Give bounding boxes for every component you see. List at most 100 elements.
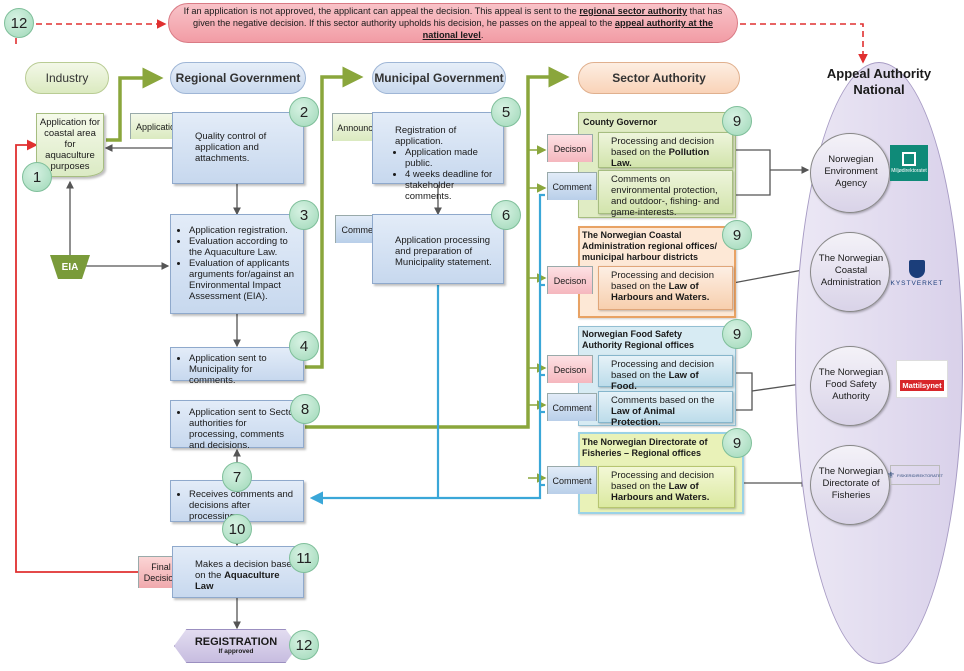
blue-return-arrows	[309, 193, 545, 505]
coastal-decision-box: Processing and decision based on the Law…	[598, 266, 733, 310]
step11-final-decision: Makes a decision based on the Aquacultur…	[172, 546, 304, 598]
step4-sent-municipality: Application sent to Municipality for com…	[170, 347, 304, 386]
appeal-body-environment-name: Norwegian Environment Agency	[824, 154, 878, 189]
tag-food-decision-label: Decison	[553, 364, 587, 375]
tag-county-comment-label: Comment	[552, 181, 592, 192]
step8-text: Application sent to Sector authorities f…	[189, 407, 297, 451]
appeal-body-coastal-name: The Norwegian Coastal Administration	[818, 253, 884, 288]
step-number-12-top: 12	[4, 8, 34, 38]
step7-text: Receives comments and decisions after pr…	[189, 489, 297, 522]
tag-coastal-decision-label: Decison	[553, 275, 587, 286]
step3-item: Application registration.	[189, 225, 297, 236]
header-industry-label: Industry	[45, 71, 89, 85]
tag-food-comment-label: Comment	[552, 402, 592, 413]
appeal-body-food-name: The Norwegian Food Safety Authority	[818, 367, 884, 402]
kystverket-logo-text: KYSTVERKET	[890, 279, 944, 287]
appeal-note-banner: If an application is not approved, the a…	[168, 3, 738, 43]
tag-application-label: Application	[135, 121, 181, 132]
step-number-6: 6	[491, 200, 521, 230]
fisheries-comment-law: Law of Harbours and Waters.	[611, 481, 710, 503]
header-regional: Regional Government	[170, 62, 306, 94]
tag-fisheries-comment: Comment	[547, 466, 597, 494]
food-comment-box: Comments based on the Law of Animal Prot…	[598, 391, 733, 428]
appeal-body-environment: Norwegian Environment Agency	[810, 133, 890, 213]
food-comment-text: Comments based on the	[611, 395, 715, 406]
tag-county-decision: Decison	[547, 134, 593, 162]
mattilsynet-logo-text: Mattilsynet	[900, 379, 944, 391]
eia-label: EIA	[61, 261, 79, 273]
appeal-body-fisheries-name: The Norwegian Directorate of Fisheries	[818, 466, 884, 501]
coastal-decision-law: Law of Harbours and Waters.	[611, 281, 710, 303]
food-decision-law: Law of Food.	[611, 370, 699, 392]
step5-registration-public: Registration of application. Application…	[372, 112, 504, 202]
tag-county-decision-label: Decison	[553, 143, 587, 154]
fiskeridirektoratet-logo: ⚜ FISKERIDIREKTORATET	[886, 465, 944, 485]
fisheries-comment-text: Processing and decision based on the	[611, 470, 714, 492]
step-number-7: 7	[222, 462, 252, 492]
tag-county-comment: Comment	[547, 172, 597, 200]
step-number-1: 1	[22, 162, 52, 192]
tag-fisheries-comment-label: Comment	[552, 475, 592, 486]
food-decision-text: Processing and decision based on the	[611, 359, 714, 381]
step-number-12-bottom: 12	[289, 630, 319, 660]
step8-sent-sectors: Application sent to Sector authorities f…	[170, 400, 304, 451]
sector-county-title: County Governor	[583, 117, 658, 127]
tag-coastal-decision: Decison	[547, 266, 593, 294]
step6-text: Application processing and preparation o…	[395, 235, 492, 268]
header-municipal-label: Municipal Government	[374, 71, 504, 85]
kystverket-crest-icon	[909, 259, 925, 278]
step-number-9-fisheries: 9	[722, 428, 752, 458]
appeal-note-text: If an application is not approved, the a…	[183, 6, 723, 40]
step2-quality-control: Quality control of application and attac…	[172, 112, 304, 184]
step5-item: Registration of application.	[395, 125, 457, 147]
county-comment-box: Comments on environmental protection, an…	[598, 170, 733, 218]
county-comment-text: Comments on environmental protection, an…	[611, 174, 720, 218]
step-number-9-coastal: 9	[722, 220, 752, 250]
fiskeridirektoratet-logo-text: FISKERIDIREKTORATET	[897, 472, 944, 478]
step-number-9-food: 9	[722, 319, 752, 349]
county-decision-box: Processing and decision based on the Pol…	[598, 132, 733, 169]
header-industry: Industry	[25, 62, 109, 94]
appeal-body-food: The Norwegian Food Safety Authority	[810, 346, 890, 426]
mattilsynet-logo: Mattilsynet	[896, 360, 948, 398]
header-sector-label: Sector Authority	[612, 71, 706, 85]
registration-banner: REGISTRATION If approved	[174, 629, 298, 663]
step5-item: 4 weeks deadline for stakeholder comment…	[405, 169, 497, 202]
step5-item: Application made public.	[405, 147, 497, 169]
step11-text: Makes a decision based on the	[195, 559, 297, 581]
sector-coastal-title: The Norwegian Coastal Administration reg…	[582, 230, 718, 262]
header-municipal: Municipal Government	[372, 62, 506, 94]
header-sector: Sector Authority	[578, 62, 740, 94]
step6-municipal-processing: Application processing and preparation o…	[372, 214, 504, 284]
step-number-4: 4	[289, 331, 319, 361]
appeal-body-fisheries: The Norwegian Directorate of Fisheries	[810, 445, 890, 525]
environment-agency-logo: Miljødirektoratet	[890, 145, 928, 181]
kystverket-logo: KYSTVERKET	[886, 256, 948, 290]
step3-item: Evaluation of applicants arguments for/a…	[189, 258, 297, 302]
sector-food-title: Norwegian Food Safety Authority Regional…	[582, 329, 695, 350]
food-comment-law: Law of Animal Protection.	[611, 406, 676, 428]
fisheries-comment-box: Processing and decision based on the Law…	[598, 466, 735, 508]
step-number-3: 3	[289, 200, 319, 230]
tag-food-decision: Decison	[547, 355, 593, 383]
green-flow-arrows	[106, 66, 570, 429]
tag-final-decision-label: Final Decision	[143, 561, 179, 583]
appeal-body-coastal: The Norwegian Coastal Administration	[810, 232, 890, 312]
county-decision-law: Pollution Law.	[611, 147, 710, 169]
food-decision-box: Processing and decision based on the Law…	[598, 355, 733, 392]
registration-title: REGISTRATION	[194, 636, 278, 648]
tag-food-comment: Comment	[547, 393, 597, 421]
fisheries-crest-icon: ⚜	[886, 469, 895, 480]
step4-text: Application sent to Municipality for com…	[189, 353, 297, 386]
environment-agency-logo-text: Miljødirektoratet	[891, 168, 927, 174]
county-decision-text: Processing and decision based on the	[611, 136, 714, 158]
application-document-text: Application for coastal area for aquacul…	[39, 117, 101, 172]
step-number-9-county: 9	[722, 106, 752, 136]
step11-law: Aquaculture Law	[195, 570, 280, 592]
step-number-11: 11	[289, 543, 319, 573]
step-number-8: 8	[290, 394, 320, 424]
appeal-authority-title: Appeal Authority National	[826, 66, 932, 97]
step-number-10: 10	[222, 514, 252, 544]
step3-registration: Application registration. Evaluation acc…	[170, 214, 304, 314]
